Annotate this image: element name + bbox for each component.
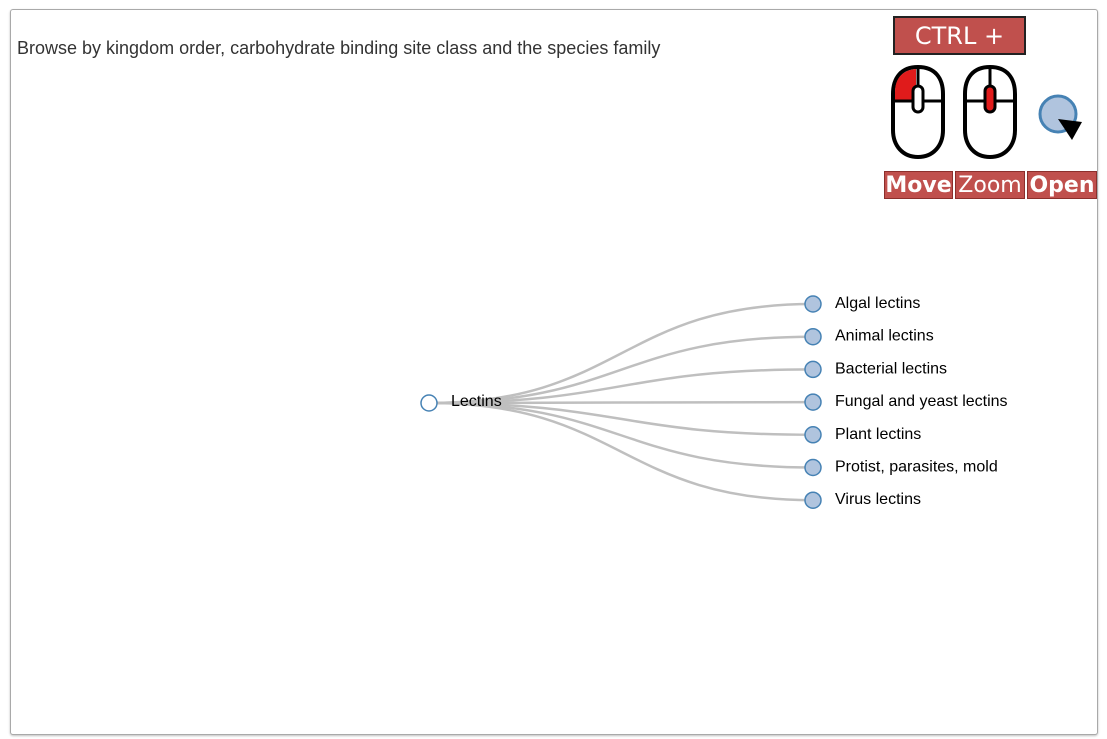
tree-node[interactable]: Protist, parasites, mold: [804, 458, 998, 477]
tree-node-root[interactable]: Lectins: [420, 393, 502, 412]
tree-link: [428, 302, 814, 405]
tree-node-label[interactable]: Virus lectins: [835, 491, 921, 508]
ctrl-key-label: CTRL +: [893, 16, 1026, 55]
root-node-circle[interactable]: [420, 394, 438, 412]
tree-node-circle[interactable]: [804, 393, 822, 411]
browse-panel: Browse by kingdom order, carbohydrate bi…: [10, 9, 1098, 735]
tree-node-circle[interactable]: [804, 295, 822, 313]
page-title: Browse by kingdom order, carbohydrate bi…: [17, 38, 661, 58]
tree-link: [428, 400, 814, 405]
tree-node-circle[interactable]: [804, 327, 822, 346]
tree-node[interactable]: Fungal and yeast lectins: [804, 393, 1008, 411]
controls-help: CTRL + Move Zoom Open: [883, 14, 1097, 202]
mouse-scroll-wheel-icon: [963, 64, 1017, 160]
tree-node[interactable]: Algal lectins: [804, 295, 920, 313]
tree-link: [428, 401, 814, 437]
tree-node-label[interactable]: Fungal and yeast lectins: [835, 393, 1008, 410]
tree-node-label[interactable]: Plant lectins: [835, 426, 921, 443]
tree-links: [428, 302, 814, 502]
cursor-click-node-icon: [1038, 94, 1082, 140]
mouse-left-click-icon: [891, 64, 945, 160]
tree-node-label[interactable]: Algal lectins: [835, 295, 920, 312]
tree-node[interactable]: Bacterial lectins: [804, 360, 947, 379]
root-node-label[interactable]: Lectins: [451, 393, 502, 410]
tree-node-label[interactable]: Bacterial lectins: [835, 360, 947, 377]
tree-link: [428, 401, 814, 469]
tree-node[interactable]: Virus lectins: [804, 491, 921, 509]
tree-link: [428, 368, 814, 405]
tree-link: [428, 335, 814, 405]
tree-node-circle[interactable]: [804, 458, 822, 477]
tree-node-circle[interactable]: [804, 491, 822, 509]
move-label: Move: [884, 171, 953, 199]
tree-node-circle[interactable]: [804, 360, 822, 379]
tree-node-circle[interactable]: [804, 426, 822, 444]
zoom-label: Zoom: [955, 171, 1025, 199]
tree-link: [428, 401, 814, 502]
tree-node[interactable]: Plant lectins: [804, 426, 921, 444]
tree-node-label[interactable]: Animal lectins: [835, 328, 934, 345]
tree-node-label[interactable]: Protist, parasites, mold: [835, 459, 998, 476]
open-label: Open: [1027, 171, 1097, 199]
tree-node[interactable]: Animal lectins: [804, 327, 934, 346]
